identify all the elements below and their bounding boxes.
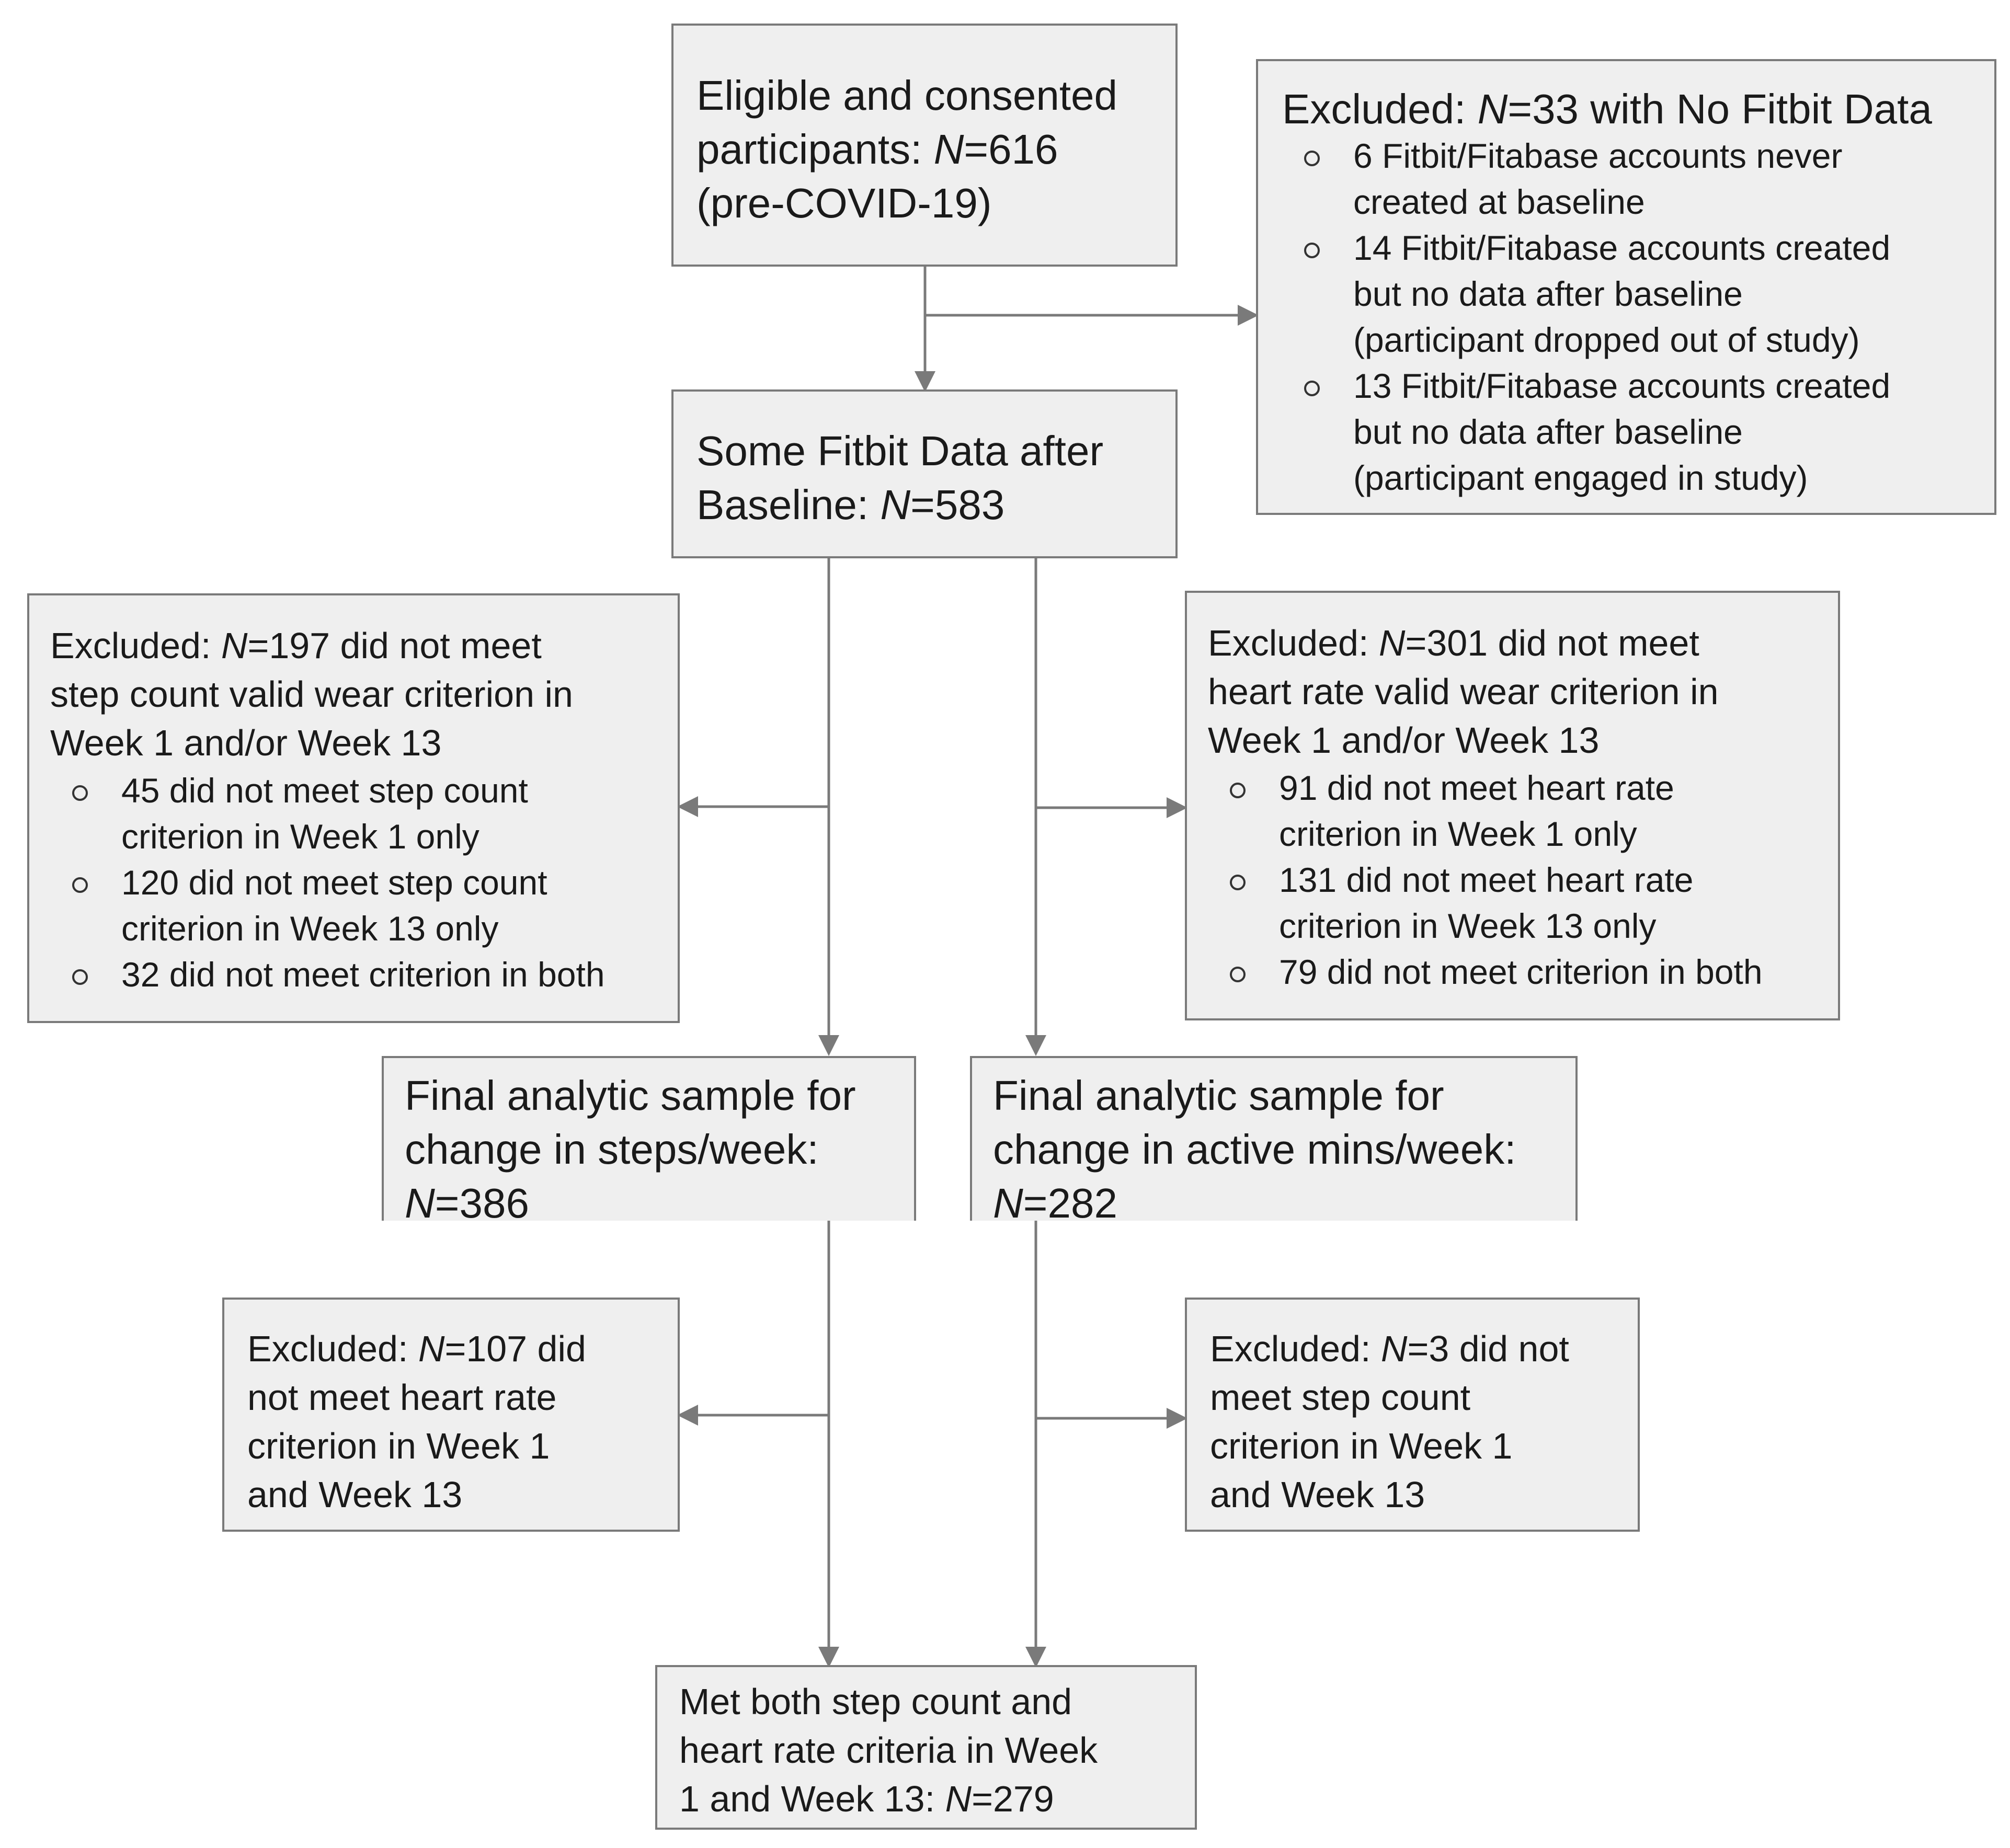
n-label: N [1380, 1328, 1408, 1369]
list-item: 79 did not meet criterion in both [1208, 949, 1819, 995]
list-item: 32 did not meet criterion in both [50, 951, 659, 997]
eligible-participants-box: Eligible and consented participants: N=6… [671, 24, 1178, 267]
excluded-301-list: 91 did not meet heart rate criterion in … [1208, 765, 1819, 995]
excluded-heart-rate-box: Excluded: N=301 did not meet heart rate … [1185, 591, 1840, 1020]
excluded-107-line: not meet heart rate [247, 1377, 557, 1418]
excluded-3-title-prefix: Excluded: [1210, 1328, 1381, 1369]
met-both-line: Met both step count and [679, 1681, 1072, 1722]
excluded-no-fitbit-box: Excluded: N=33 with No Fitbit Data 6 Fit… [1256, 59, 1996, 515]
n-label: N [221, 625, 248, 666]
n-label: N [1378, 623, 1406, 663]
list-item: 14 Fitbit/Fitabase accounts created but … [1282, 225, 1975, 363]
final-steps-line: change in steps/week: [405, 1126, 819, 1173]
excluded-3-box: Excluded: N=3 did not meet step count cr… [1185, 1298, 1640, 1532]
excluded-33-title-prefix: Excluded: [1282, 86, 1478, 132]
excluded-197-title-prefix: Excluded: [50, 625, 221, 666]
excluded-33-list: 6 Fitbit/Fitabase accounts never created… [1282, 133, 1975, 501]
excluded-197-line: Week 1 and/or Week 13 [50, 722, 442, 763]
list-item: 120 did not meet step count criterion in… [50, 859, 659, 951]
list-item: 45 did not meet step count criterion in … [50, 767, 659, 859]
n-label: N [880, 481, 911, 528]
list-item: 91 did not meet heart rate criterion in … [1208, 765, 1819, 857]
eligible-line-3: (pre-COVID-19) [696, 180, 992, 226]
excluded-33-title-suffix: =33 with No Fitbit Data [1508, 86, 1932, 132]
some-fitbit-data-box: Some Fitbit Data after Baseline: N=583 [671, 389, 1178, 558]
n-label: N [418, 1328, 445, 1369]
final-steps-n-value: =386 [435, 1180, 529, 1226]
n-label: N [405, 1180, 435, 1226]
excluded-197-title-suffix: =197 did not meet [247, 625, 542, 666]
excluded-197-line: step count valid wear criterion in [50, 674, 573, 715]
excluded-197-list: 45 did not meet step count criterion in … [50, 767, 659, 997]
eligible-n-value: =616 [964, 126, 1058, 173]
excluded-301-title-suffix: =301 did not meet [1405, 623, 1699, 663]
excluded-107-title-suffix: =107 did [444, 1328, 586, 1369]
some-fitbit-line-2-prefix: Baseline: [696, 481, 881, 528]
excluded-3-line: meet step count [1210, 1377, 1471, 1418]
met-both-line: heart rate criteria in Week [679, 1730, 1098, 1771]
some-fitbit-n-value: =583 [910, 481, 1005, 528]
n-label: N [1477, 86, 1508, 132]
excluded-301-line: heart rate valid wear criterion in [1208, 671, 1719, 712]
excluded-3-title-suffix: =3 did not [1407, 1328, 1569, 1369]
final-active-n-value: =282 [1023, 1180, 1117, 1226]
final-active-line: change in active mins/week: [993, 1126, 1516, 1173]
met-both-criteria-box: Met both step count and heart rate crite… [655, 1665, 1197, 1830]
met-both-n-value: =279 [972, 1778, 1054, 1819]
n-label: N [933, 126, 964, 173]
excluded-107-line: and Week 13 [247, 1474, 463, 1515]
excluded-step-count-box: Excluded: N=197 did not meet step count … [27, 593, 680, 1023]
some-fitbit-line-1: Some Fitbit Data after [696, 428, 1104, 474]
n-label: N [945, 1778, 972, 1819]
excluded-3-line: criterion in Week 1 [1210, 1426, 1513, 1466]
final-active-line: Final analytic sample for [993, 1072, 1444, 1119]
excluded-301-line: Week 1 and/or Week 13 [1208, 720, 1600, 761]
n-label: N [993, 1180, 1023, 1226]
excluded-107-title-prefix: Excluded: [247, 1328, 418, 1369]
final-steps-line: Final analytic sample for [405, 1072, 856, 1119]
final-sample-active-mins-box: Final analytic sample for change in acti… [970, 1056, 1578, 1226]
excluded-107-box: Excluded: N=107 did not meet heart rate … [222, 1298, 680, 1532]
eligible-line-2-prefix: participants: [696, 126, 934, 173]
list-item: 131 did not meet heart rate criterion in… [1208, 857, 1819, 949]
excluded-107-line: criterion in Week 1 [247, 1426, 550, 1466]
met-both-line-3-prefix: 1 and Week 13: [679, 1778, 945, 1819]
final-sample-steps-box: Final analytic sample for change in step… [382, 1056, 916, 1226]
excluded-3-line: and Week 13 [1210, 1474, 1425, 1515]
list-item: 6 Fitbit/Fitabase accounts never created… [1282, 133, 1975, 225]
eligible-line-1: Eligible and consented [696, 72, 1118, 119]
excluded-301-title-prefix: Excluded: [1208, 623, 1379, 663]
list-item: 13 Fitbit/Fitabase accounts created but … [1282, 363, 1975, 501]
